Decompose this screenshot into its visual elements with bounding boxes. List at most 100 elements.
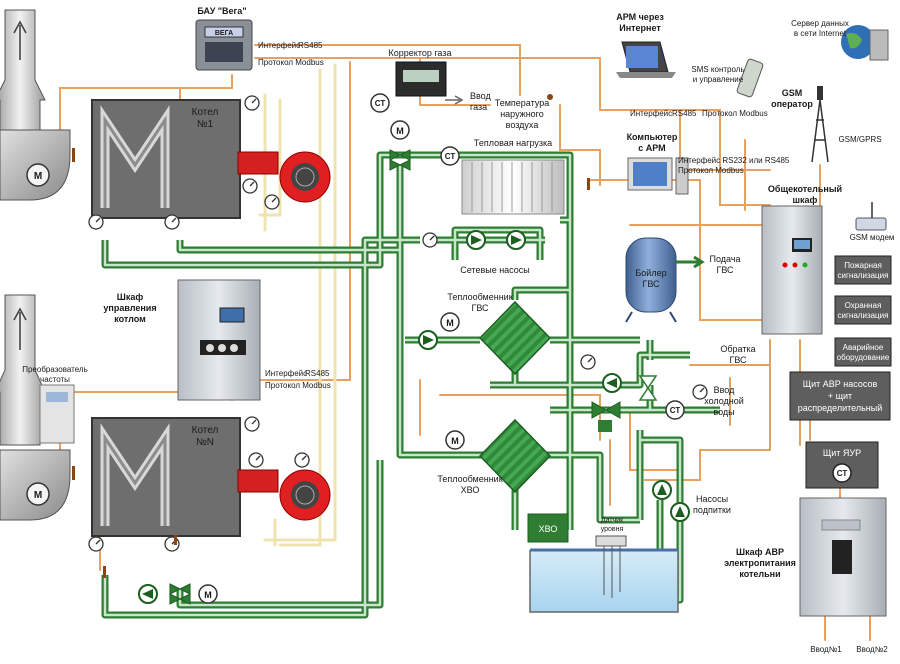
- arm-internet-laptop: АРМ через Интернет: [616, 12, 676, 78]
- gauge-icon: [88, 214, 104, 230]
- computer-title-1: Компьютер: [627, 132, 678, 142]
- makeup-pumps-label-1: Насосы: [696, 494, 728, 504]
- freq-converter-title-2: частоты: [40, 375, 70, 384]
- heat-ct: СТ: [440, 146, 460, 166]
- valve-top-motor-label: М: [396, 126, 404, 136]
- gauge-icon: [692, 384, 708, 400]
- gauge-icon: [244, 416, 260, 432]
- power-input-2-label: Ввод№2: [856, 645, 888, 654]
- hvo-label: ХВО: [539, 524, 558, 534]
- avr-pumps-label-1: Щит АВР насосов: [803, 379, 878, 389]
- boiler-1-number: №1: [197, 119, 214, 130]
- cabinet-title-3: котлом: [114, 314, 146, 324]
- boiler-n-pump-icon: [138, 584, 158, 604]
- level-sensor: Датчик уровня: [595, 517, 627, 547]
- dhw-heat-exchanger: Теплообменник ГВС: [447, 292, 552, 376]
- security-alarm-box: Охранная сигнализация: [834, 295, 892, 325]
- dhw-boiler-label-1: Бойлер: [635, 268, 666, 278]
- sms-phone: SMS контроль и управление: [691, 58, 764, 98]
- gauge-icon: [248, 452, 264, 468]
- security-alarm-label-1: Охранная: [845, 301, 882, 310]
- gauge-icon: [88, 536, 104, 552]
- gsm-modem: GSM модем: [850, 202, 895, 242]
- gauge-icon: [164, 214, 180, 230]
- probe-icon: [587, 178, 590, 190]
- outdoor-temp-label-3: воздуха: [506, 120, 539, 130]
- cabinet-interface-label: Интерфейс: [265, 369, 307, 378]
- fan-2-motor-label: М: [34, 490, 42, 501]
- yaur-title: Щит ЯУР: [823, 448, 861, 458]
- probe-icon: [103, 566, 106, 578]
- emergency-equipment-box: Аварийное оборудование: [834, 337, 892, 367]
- bau-title: БАУ "Вега": [197, 6, 246, 16]
- gauge-icon: [294, 452, 310, 468]
- makeup-pump-2-icon: [670, 502, 690, 522]
- bau-interface-label: Интерфейс: [258, 41, 300, 50]
- probe-icon: [174, 535, 177, 545]
- yaur-panel: Щит ЯУР СТ: [805, 441, 879, 489]
- cabinet-title-2: управления: [103, 303, 156, 313]
- pressure-gauges: [88, 95, 708, 552]
- return-pump-icon: [602, 373, 622, 393]
- valve-top-motor: М: [390, 120, 410, 140]
- hvo-hx-label-1: Теплообменник: [437, 474, 502, 484]
- heat-load-radiator: Тепловая нагрузка: [461, 138, 565, 215]
- arm-interface-label: Интерфейс: [630, 109, 672, 118]
- sms-label-1: SMS контроль: [691, 65, 744, 74]
- gas-input-label-2: газа: [470, 102, 487, 112]
- dhw-supply-label-2: ГВС: [716, 265, 734, 275]
- pumps: [138, 230, 690, 604]
- computer-protocol-label: Протокол Modbus: [678, 166, 744, 175]
- gas-corrector-label: Корректор газа: [389, 48, 452, 58]
- fan-2: М: [0, 449, 71, 521]
- gsm-label-1: GSM: [782, 88, 803, 98]
- gas-meter-ct: СТ: [370, 93, 390, 113]
- sms-label-2: и управление: [693, 75, 744, 84]
- cold-water-valve-icon: [591, 401, 621, 432]
- dhw-boiler-label-2: ГВС: [642, 279, 660, 289]
- dhw-return-label-2: ГВС: [729, 355, 747, 365]
- heat-load-label: Тепловая нагрузка: [474, 138, 552, 148]
- makeup-pump-1-icon: [652, 480, 672, 500]
- boiler-n: Котел №N: [91, 417, 241, 537]
- temperature-probes: [72, 148, 590, 578]
- dhw-return-label-1: Обратка: [720, 344, 755, 354]
- power-input-1-label: Ввод№1: [810, 645, 842, 654]
- dhw-pump-icon: [418, 330, 438, 350]
- level-sensor-label-1: Датчик: [601, 517, 624, 524]
- hvo-heat-exchanger: Теплообменник ХВО: [437, 418, 552, 495]
- avr-pumps-label-3: распределительный: [798, 403, 883, 413]
- avr-pumps-panel: Щит АВР насосов + щит распределительный: [789, 371, 891, 421]
- probe-icon: [72, 148, 75, 162]
- boiler-n-valve-motor-label: М: [204, 590, 212, 600]
- hvo-unit: ХВО: [527, 513, 569, 543]
- main-cabinet-title-1: Общекотельный: [768, 184, 842, 194]
- cold-water-ct-label: СТ: [670, 406, 681, 415]
- gauge-icon: [422, 232, 438, 248]
- gprs-label: GSM/GPRS: [838, 135, 881, 144]
- computer-title-2: с АРМ: [638, 143, 665, 153]
- gas-corrector: Корректор газа: [389, 48, 452, 97]
- avr-power-title-3: котельни: [739, 569, 780, 579]
- fire-alarm-label-1: Пожарная: [844, 261, 882, 270]
- network-pump-2-icon: [506, 230, 526, 250]
- arm-protocol-label: Протокол Modbus: [702, 109, 768, 118]
- cold-water-ct: СТ: [665, 400, 685, 420]
- avr-power-title-2: электропитания: [724, 558, 796, 568]
- hvo-motor: М: [445, 430, 465, 450]
- chimney-2: [0, 294, 46, 446]
- bau-protocol-label: Протокол Modbus: [258, 58, 324, 67]
- bau-screen-brand: ВЕГА: [215, 30, 233, 37]
- fire-alarm-label-2: сигнализация: [838, 271, 889, 280]
- fire-alarm-box: Пожарная сигнализация: [834, 255, 892, 285]
- server-label-1: Сервер данных: [791, 19, 849, 28]
- arm-interface-type: RS485: [672, 109, 697, 118]
- boiler-control-cabinet: Шкаф управления котлом: [103, 279, 261, 401]
- makeup-pumps-label-2: подпитки: [693, 505, 731, 515]
- gas-ct-label: СТ: [375, 99, 386, 108]
- gsm-modem-label: GSM модем: [850, 233, 895, 242]
- network-pumps-label: Сетевые насосы: [460, 265, 530, 275]
- boiler-n-valve-motor: М: [198, 584, 218, 604]
- security-alarm-label-2: сигнализация: [838, 311, 889, 320]
